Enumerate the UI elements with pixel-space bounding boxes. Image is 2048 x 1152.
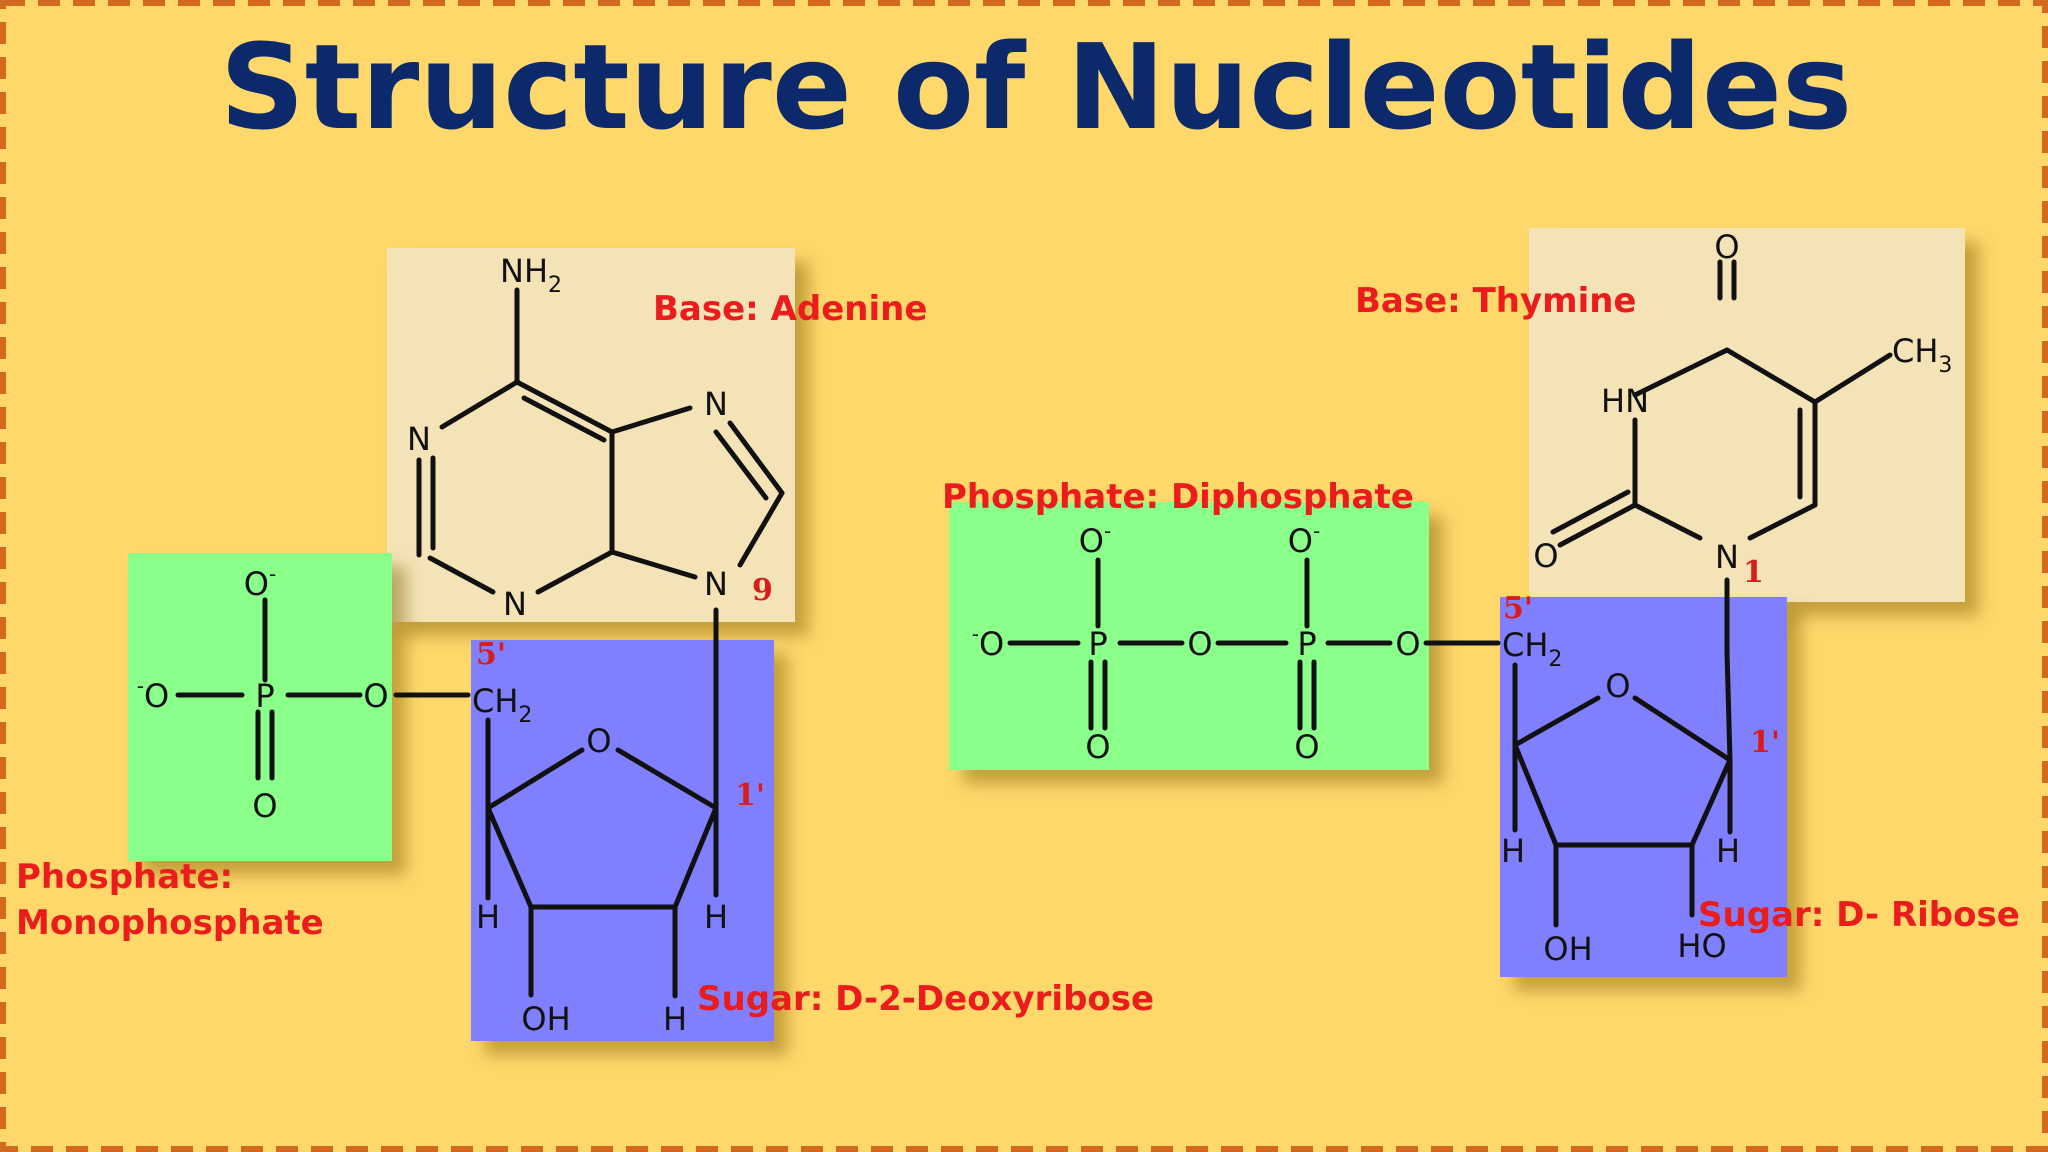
monophosphate-o-bottom: O <box>252 787 277 825</box>
ribose-c1-number: 1' <box>1750 725 1780 760</box>
monophosphate-o-bridge: O <box>363 677 388 715</box>
ribose-ch2: CH2 <box>1502 626 1562 672</box>
ribose-bonds <box>1512 577 1733 928</box>
thymine-ch3: CH3 <box>1892 332 1952 378</box>
monophosphate-o-left: -O <box>137 674 169 715</box>
monophosphate-o-top: O- <box>244 562 276 603</box>
deoxyribose-sugar-box <box>471 640 774 1041</box>
deoxyribose-ch2: CH2 <box>472 682 532 728</box>
diphosphate-p2: P <box>1297 625 1316 663</box>
deoxyribose-ring-o: O <box>586 722 611 760</box>
monophosphate-label-line1: Phosphate: <box>16 857 233 897</box>
ribose-c5-number: 5' <box>1503 591 1533 626</box>
monophosphate-box <box>128 553 392 861</box>
deoxyribose-c5-number: 5' <box>476 637 506 672</box>
diphosphate-o-top1: O- <box>1079 519 1111 560</box>
thymine-base-label: Base: Thymine <box>1355 281 1637 321</box>
adenine-n9-number: 9 <box>752 573 773 608</box>
diphosphate-label: Phosphate: Diphosphate <box>942 477 1414 517</box>
adenine-n7: N <box>704 385 728 423</box>
ribose-ho-c2: HO <box>1677 927 1726 965</box>
diphosphate-o-bridge: O <box>1187 625 1212 663</box>
diphosphate-o-bottom2: O <box>1294 728 1319 766</box>
ribose-h-c4: H <box>1501 832 1525 870</box>
diphosphate-box <box>949 502 1429 770</box>
deoxyribose-c1-number: 1' <box>735 778 765 813</box>
thymine-bonds <box>1550 259 1893 548</box>
deoxyribose-h-c1: H <box>704 898 728 936</box>
diphosphate-p1: P <box>1088 625 1107 663</box>
monophosphate-bonds <box>175 597 471 781</box>
diphosphate-o-bottom1: O <box>1085 728 1110 766</box>
thymine-base-box <box>1529 228 1965 602</box>
diphosphate-bonds <box>1007 557 1501 731</box>
adenine-n9: N <box>704 565 728 603</box>
thymine-hn3: HN <box>1601 382 1649 420</box>
adenine-n3: N <box>503 585 527 623</box>
deoxyribose-sugar-label: Sugar: D-2-Deoxyribose <box>697 979 1154 1019</box>
thymine-n1: N <box>1715 538 1739 576</box>
thymine-o4: O <box>1714 228 1739 266</box>
adenine-n1: N <box>407 420 431 458</box>
diphosphate-o-top2: O- <box>1288 519 1320 560</box>
ribose-h-c1: H <box>1716 832 1740 870</box>
ribose-sugar-box <box>1500 597 1787 977</box>
adenine-amino-group: NH2 <box>500 252 562 298</box>
deoxyribose-oh-c3: OH <box>521 1000 570 1038</box>
deoxyribose-h-c4: H <box>476 898 500 936</box>
monophosphate-label-line2: Monophosphate <box>16 903 324 943</box>
diphosphate-o-ester: O <box>1395 625 1420 663</box>
ribose-sugar-label: Sugar: D- Ribose <box>1698 895 2020 935</box>
ribose-ring-o: O <box>1605 667 1630 705</box>
diphosphate-o-left: -O <box>972 622 1004 663</box>
adenine-base-label: Base: Adenine <box>653 289 927 329</box>
thymine-n1-number: 1 <box>1743 555 1764 590</box>
deoxyribose-bonds <box>485 607 719 999</box>
deoxyribose-h-c2: H <box>663 1000 687 1038</box>
adenine-bonds <box>416 287 785 595</box>
page-title: Structure of Nucleotides <box>220 18 1853 156</box>
ribose-oh-c3: OH <box>1543 930 1592 968</box>
thymine-o2: O <box>1533 537 1558 575</box>
monophosphate-p: P <box>255 677 274 715</box>
